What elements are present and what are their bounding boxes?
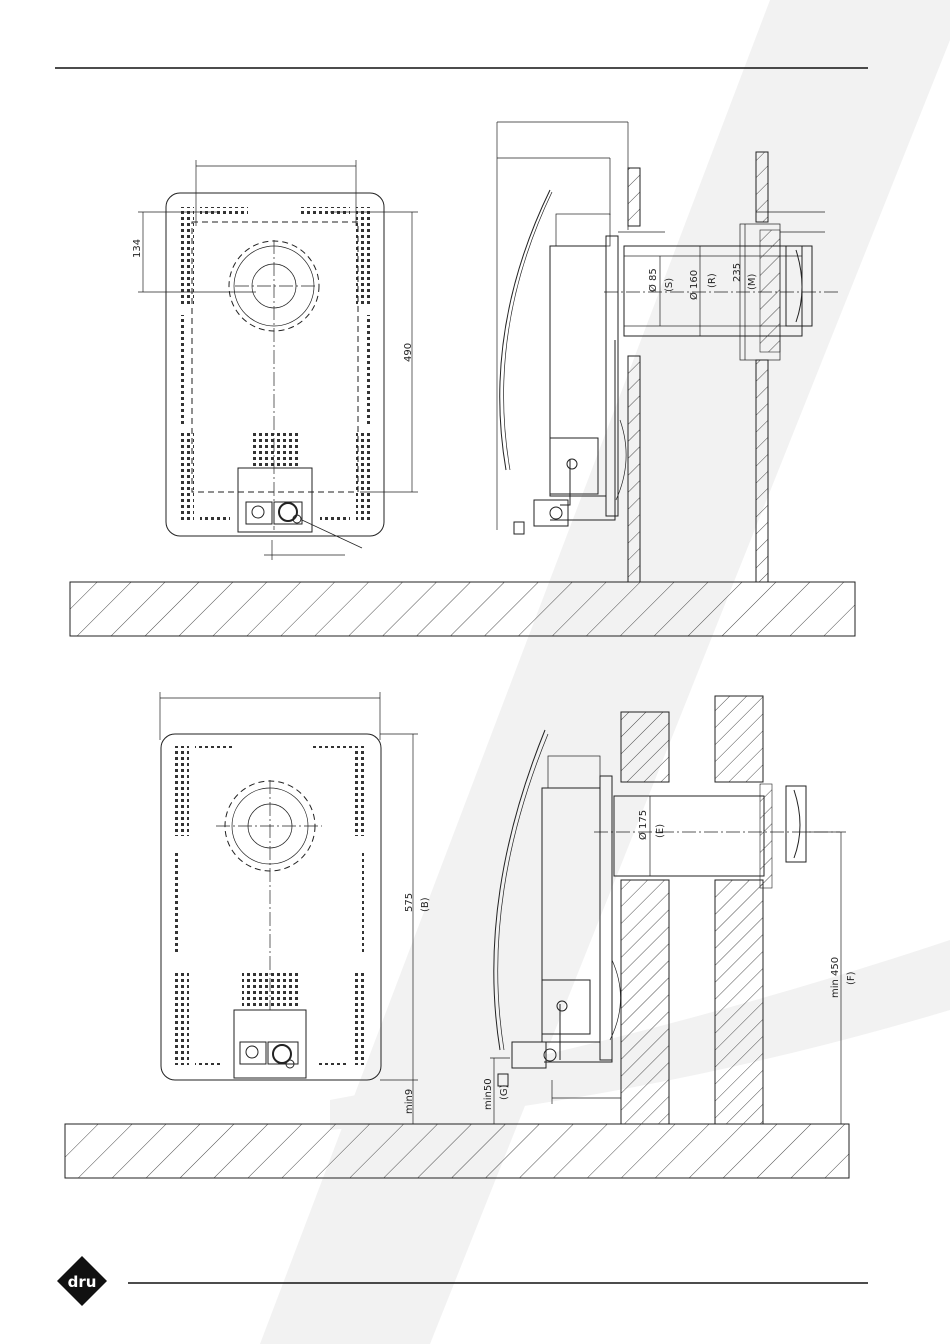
dim-min9: min9 (404, 1089, 415, 1114)
floor-top (70, 582, 855, 636)
dim-d85: Ø 85 (647, 268, 659, 292)
dim-d160: Ø 160 (688, 270, 700, 300)
dim-f: (F) (846, 971, 857, 985)
dim-g: (G) (499, 1084, 510, 1100)
dim-235: 235 (732, 263, 743, 282)
brand-logo: dru (57, 1256, 107, 1306)
floor-bottom (65, 1124, 849, 1178)
top-front-view (138, 160, 418, 560)
dim-m: (M) (747, 273, 758, 290)
dim-b: (B) (420, 897, 431, 912)
dim-490: 490 (403, 343, 414, 362)
dim-min450: min 450 (830, 957, 841, 998)
dim-s: (S) (664, 278, 675, 292)
dim-d175: Ø 175 (637, 810, 649, 840)
dim-134: 134 (132, 239, 143, 258)
dim-575: 575 (404, 893, 415, 912)
dim-e: (E) (655, 824, 666, 838)
dim-r: (R) (707, 273, 718, 288)
logo-text: dru (68, 1273, 97, 1291)
dim-min50: min50 (483, 1078, 494, 1110)
